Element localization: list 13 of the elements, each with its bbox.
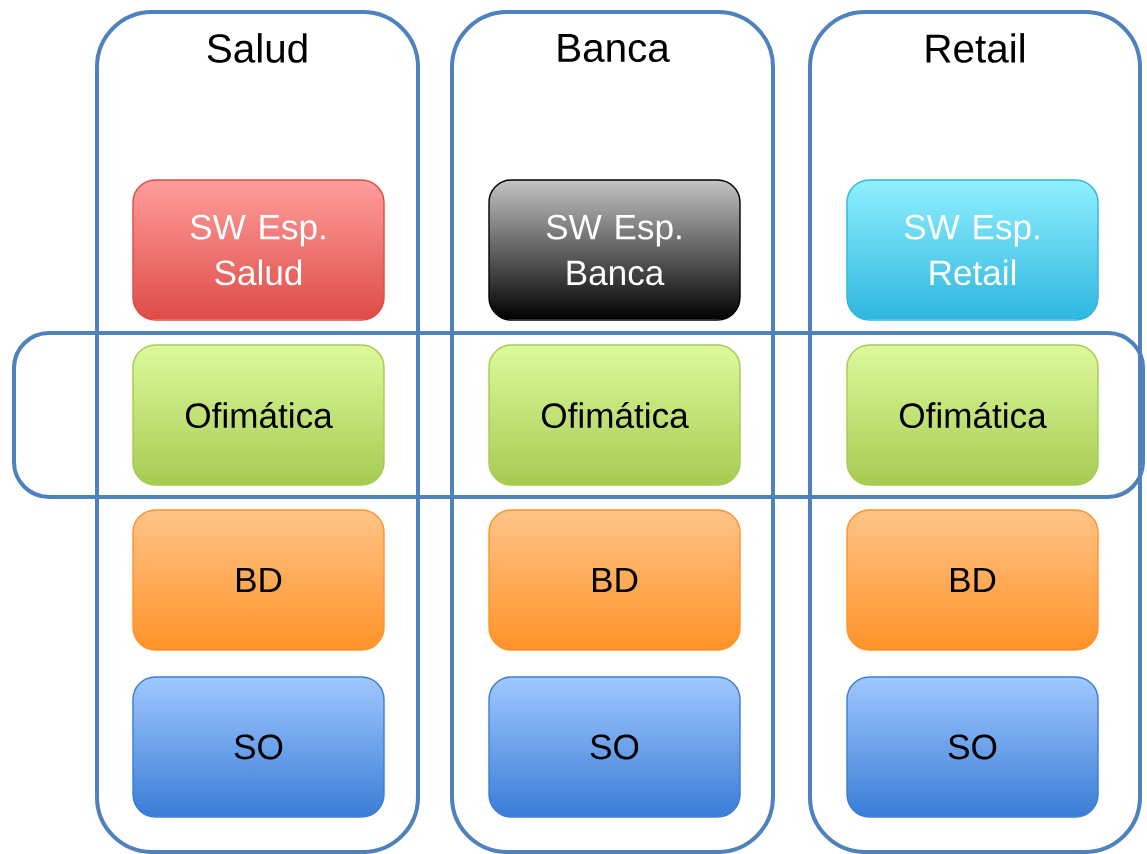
software-box: SW Esp. Banca bbox=[488, 179, 741, 321]
layer-box: BD bbox=[488, 509, 741, 651]
layer-box: BD bbox=[132, 509, 385, 651]
layer-box: Ofimática bbox=[488, 344, 741, 486]
layer-box: Ofimática bbox=[846, 344, 1099, 486]
layer-box: SO bbox=[846, 676, 1099, 818]
layer-box: SO bbox=[132, 676, 385, 818]
software-box: SW Esp. Retail bbox=[846, 179, 1099, 321]
software-box: SW Esp. Salud bbox=[132, 179, 385, 321]
band-outline bbox=[12, 330, 1146, 499]
layer-box: Ofimática bbox=[132, 344, 385, 486]
layer-box: SO bbox=[488, 676, 741, 818]
layer-box: BD bbox=[846, 509, 1099, 651]
